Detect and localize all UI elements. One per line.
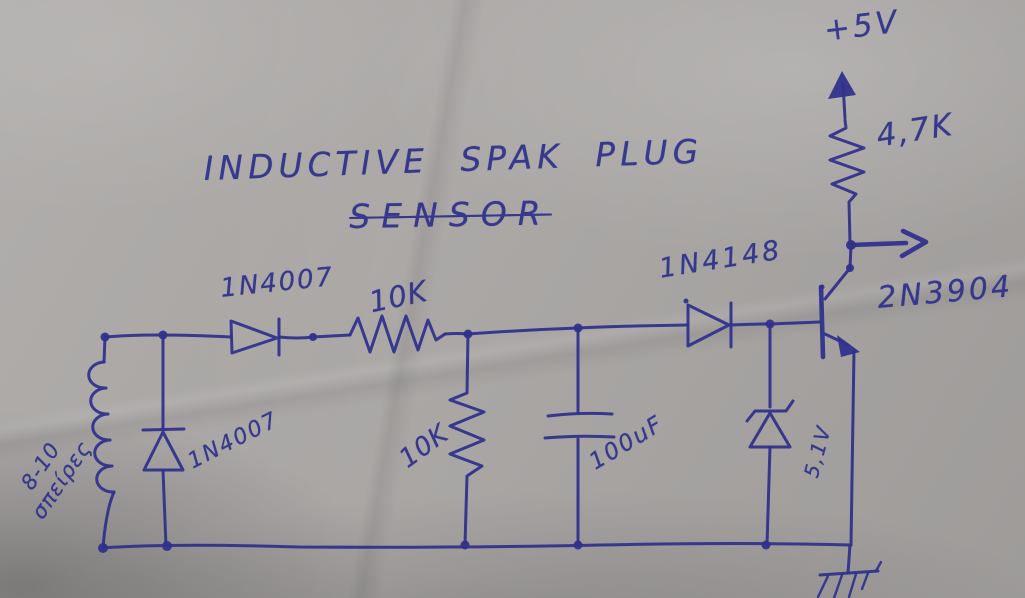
supply-arrow-icon (828, 71, 856, 120)
pullup-resistor-4k7-icon (828, 118, 866, 245)
ground-icon (816, 543, 883, 598)
series-resistor-10k-icon (348, 314, 447, 354)
series-diode-1n4007-icon (229, 317, 281, 357)
pickup-coil-icon (87, 335, 116, 550)
npn-transistor-icon (818, 243, 860, 547)
capacitor-100uf-icon (543, 326, 616, 547)
junction-dots (98, 240, 856, 553)
shunt-diode-1n4007-icon (141, 333, 186, 548)
zener-diode-icon (745, 322, 795, 547)
bottom-rail-wire (101, 542, 853, 550)
shunt-resistor-10k-icon (448, 332, 486, 547)
signal-diode-1n4148-icon (683, 298, 733, 349)
output-arrow-icon (848, 228, 929, 259)
top-rail-wire (103, 320, 822, 340)
schematic-title-line2: SENSOR (349, 193, 552, 236)
